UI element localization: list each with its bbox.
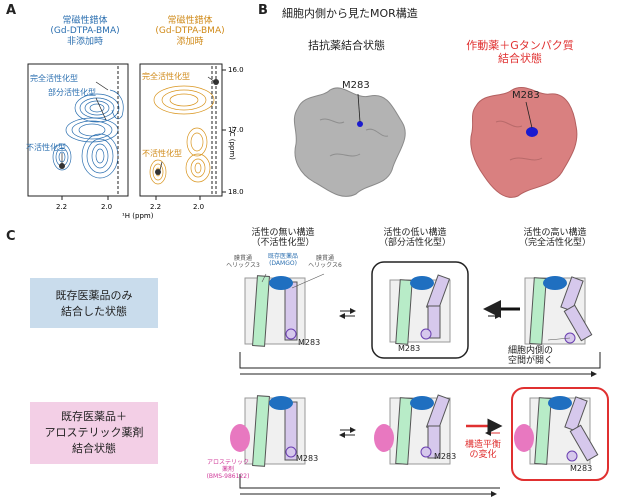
col1-title-line1: 常磁性錯体: [62, 16, 108, 26]
col-head-partial-line2: （部分活性化型）: [378, 238, 451, 249]
label-partial-active-a1: 部分活性化型: [48, 88, 96, 97]
row1-label-box: 既存医薬品のみ 結合した状態: [30, 278, 158, 328]
col1-title-line3: 非添加時: [66, 36, 103, 47]
panel-a-col2-title: 常磁性錯体 (Gd-DTPA-BMA) 添加時: [135, 16, 245, 47]
panel-b-title: 細胞内側から見たMOR構造: [282, 7, 418, 20]
helix3-line1: 膜貫通: [233, 255, 252, 262]
row2-partial-receptor: [374, 394, 451, 465]
row1-partial-receptor: [389, 274, 451, 345]
blue-contours: [52, 89, 124, 179]
panel-a-col1-title: 常磁性錯体 (Gd-DTPA-BMA) 非添加時: [30, 16, 140, 47]
shift-line2: の変化: [469, 450, 497, 461]
m283-r2c3: M283: [570, 464, 593, 473]
drug-label: 既存医薬品 (DAMGO): [258, 253, 308, 268]
panel-b-right-title: 作動薬＋Gタンパク質 結合状態: [440, 39, 600, 65]
right-title-line1: 作動薬＋Gタンパク質: [466, 39, 574, 52]
spectrum-left-frame: [27, 63, 129, 197]
y-tick-17: 17.0: [228, 126, 244, 134]
helix6-label: 膜貫通 ヘリックス6: [300, 255, 350, 270]
col-head-inactive: 活性の無い構造 （不活性化型）: [238, 228, 328, 249]
col-head-partial: 活性の低い構造 （部分活性化型）: [365, 228, 465, 249]
panel-b-left-title: 拮抗薬結合状態: [308, 39, 385, 52]
row2-label-line1: 既存医薬品＋: [61, 410, 127, 423]
allo-drug-label: アロステリック 薬剤 (BMS-986122): [196, 459, 260, 481]
y-tick-18: 18.0: [228, 188, 244, 196]
col-head-inactive-line1: 活性の無い構造: [251, 228, 315, 238]
col2-title-line1: 常磁性錯体: [167, 16, 213, 26]
m283-site-left: [357, 121, 363, 127]
m283-label-left: M283: [342, 80, 370, 91]
drug-line1: 既存医薬品: [267, 253, 298, 260]
col-head-partial-line1: 活性の低い構造: [383, 228, 447, 238]
col-head-full-line1: 活性の高い構造: [523, 228, 587, 238]
x-axis-label: ¹H (ppm): [122, 212, 154, 220]
col-head-inactive-line2: （不活性化型）: [251, 238, 315, 249]
row2-inactive-receptor: [230, 395, 306, 467]
antagonist-surface: [293, 87, 406, 197]
row2-label-box: 既存医薬品＋ アロステリック薬剤 結合状態: [30, 402, 158, 464]
nmr-spectra: [27, 63, 226, 200]
right-title-line2: 結合状態: [498, 51, 542, 65]
row1-label-line2: 結合した状態: [61, 305, 127, 318]
full-highlight-box: [511, 387, 609, 481]
label-full-active-a1: 完全活性化型: [30, 74, 78, 83]
orange-contours: [149, 85, 215, 185]
col1-title-line2: (Gd-DTPA-BMA): [50, 26, 120, 37]
panel-a-letter: A: [6, 3, 17, 18]
row2-label-line3: 結合状態: [72, 442, 116, 455]
col-head-full: 活性の高い構造 （完全活性化型）: [505, 228, 605, 249]
col2-title-line2: (Gd-DTPA-BMA): [155, 26, 225, 37]
m283-r1c2: M283: [398, 344, 421, 353]
space-opens-note: 細胞内側の 空間が開く: [508, 346, 553, 367]
m283-r2c2: M283: [434, 452, 457, 461]
allo-line2: 薬剤: [221, 465, 234, 473]
shift-note: 構造平衡 の変化: [458, 440, 508, 461]
label-full-active-a2: 完全活性化型: [142, 72, 190, 81]
label-inactive-a1: 不活性化型: [26, 143, 66, 152]
space-note-line2: 空間が開く: [508, 356, 554, 367]
m283-site-right: [526, 127, 538, 137]
x-tick-20-right: 2.0: [193, 203, 205, 211]
col-head-full-line2: （完全活性化型）: [518, 238, 591, 249]
helix3-label: 膜貫通 ヘリックス3: [218, 255, 268, 270]
label-inactive-a2: 不活性化型: [142, 149, 182, 158]
col2-title-line3: 添加時: [176, 36, 204, 47]
panel-b-letter: B: [258, 3, 268, 18]
space-note-line1: 細胞内側の: [508, 346, 554, 356]
helix3-line2: ヘリックス3: [226, 261, 260, 269]
y-tick-16: 16.0: [228, 66, 244, 74]
x-tick-22-left: 2.2: [56, 203, 68, 211]
row1-label-line1: 既存医薬品のみ: [55, 289, 133, 302]
m283-r1c1: M283: [298, 338, 321, 347]
agonist-surface: [470, 87, 578, 198]
x-tick-22-right: 2.2: [150, 203, 162, 211]
panel-c-letter: C: [6, 229, 16, 244]
helix6-line2: ヘリックス6: [308, 261, 342, 269]
row2-full-receptor: [514, 396, 599, 465]
m283-label-right: M283: [512, 90, 540, 101]
drug-line2: (DAMGO): [269, 259, 297, 267]
row2-label-line2: アロステリック薬剤: [44, 426, 144, 439]
row1-inactive-receptor: [244, 275, 306, 347]
x-tick-20-left: 2.0: [101, 203, 113, 211]
row1-full-receptor: [524, 276, 593, 345]
partial-highlight-box: [371, 261, 469, 359]
shift-line1: 構造平衡: [464, 440, 501, 450]
helix6-line1: 膜貫通: [315, 255, 334, 262]
allo-line3: (BMS-986122): [206, 472, 250, 480]
m283-r2c1: M283: [296, 454, 319, 463]
allo-line1: アロステリック: [206, 459, 249, 466]
protein-surfaces: [293, 87, 578, 198]
